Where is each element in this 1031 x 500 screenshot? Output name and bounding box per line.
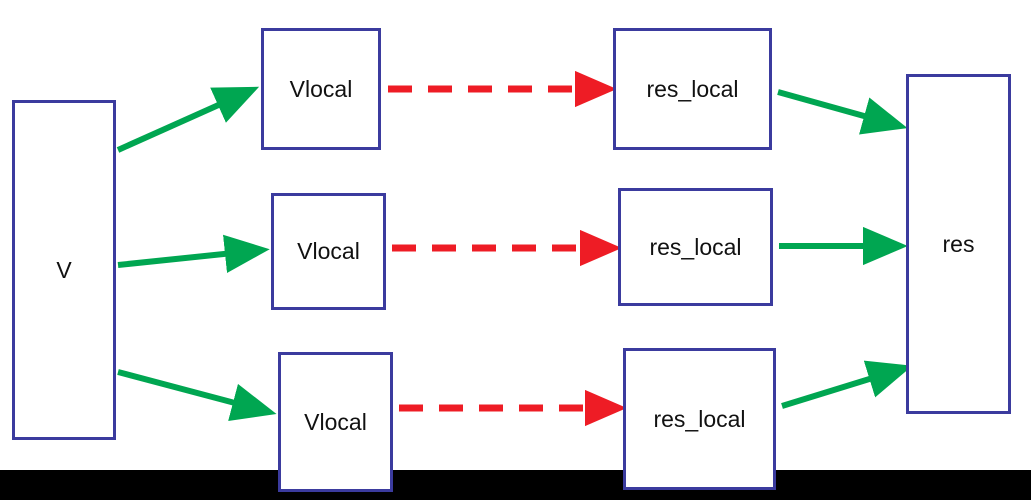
node-vlocal-1[interactable]: Vlocal [261, 28, 381, 150]
node-res-label: res [942, 230, 975, 257]
node-v[interactable]: V [12, 100, 116, 440]
node-vlocal-3-label: Vlocal [304, 408, 367, 435]
edge-v-to-vlocal-3 [117, 369, 277, 422]
node-res-local-2-label: res_local [649, 233, 742, 260]
edge-res-local-3-to-res [781, 360, 913, 409]
edge-res-local-1-to-res [777, 89, 908, 135]
node-vlocal-3[interactable]: Vlocal [278, 352, 393, 492]
node-res[interactable]: res [906, 74, 1011, 414]
edge-v-to-vlocal-1 [116, 86, 260, 153]
bottom-black-band [0, 470, 1031, 500]
node-res-local-3[interactable]: res_local [623, 348, 776, 490]
node-res-local-1[interactable]: res_local [613, 28, 772, 150]
node-res-local-3-label: res_local [653, 405, 746, 432]
node-vlocal-1-label: Vlocal [289, 75, 353, 102]
node-v-label: V [56, 256, 72, 283]
node-res-local-1-label: res_local [646, 75, 739, 102]
edge-v-to-vlocal-2 [117, 234, 270, 273]
node-vlocal-2[interactable]: Vlocal [271, 193, 386, 310]
node-vlocal-2-label: Vlocal [297, 238, 360, 264]
node-res-local-2[interactable]: res_local [618, 188, 773, 306]
